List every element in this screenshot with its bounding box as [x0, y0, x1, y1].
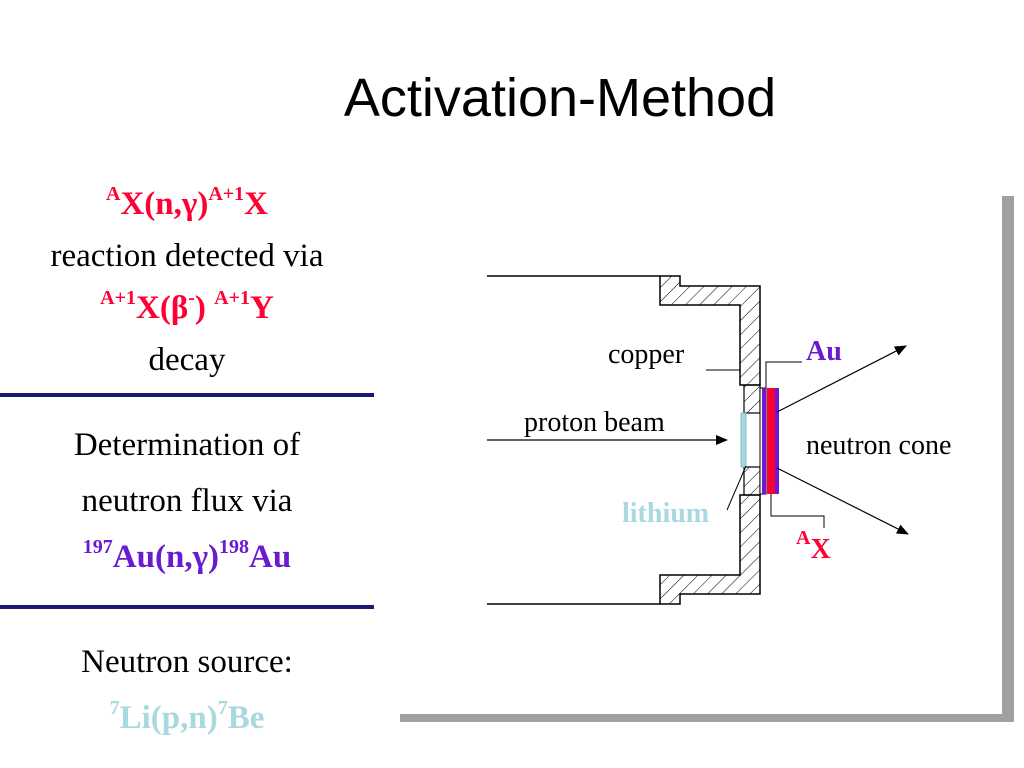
source-formula: 7Li(p,n)7Be	[109, 697, 265, 736]
neutron-cone-label: neutron cone	[806, 430, 952, 461]
lithium-layer	[740, 412, 747, 468]
flux-block: Determination of neutron flux via 197Au(…	[0, 417, 374, 585]
reaction-block: AX(n,γ)A+1X reaction detected via A+1X(β…	[0, 178, 374, 386]
proton-beam-label: proton beam	[524, 407, 665, 438]
flux-formula: 197Au(n,γ)198Au	[82, 536, 292, 575]
divider-2	[0, 605, 374, 609]
ax-leader	[770, 494, 825, 528]
reaction-text-detected: reaction detected via	[50, 238, 324, 274]
gold-foil-left	[762, 388, 766, 494]
neutron-cone-upper-arrow	[776, 345, 907, 413]
divider-1	[0, 393, 374, 397]
copper-lip-top	[743, 384, 761, 414]
au-leader	[765, 361, 802, 388]
sample-ax-foil	[767, 388, 775, 494]
source-text: Neutron source:	[81, 644, 293, 680]
gold-foil-right	[775, 388, 779, 494]
lithium-leader	[726, 465, 747, 511]
copper-lip-bottom	[743, 466, 761, 496]
copper-label: copper	[608, 339, 685, 370]
decay-formula: A+1X(β-) A+1Y	[100, 287, 274, 326]
diagram-panel	[394, 190, 1002, 714]
flux-text-1: Determination of	[73, 427, 301, 463]
au-label: Au	[806, 336, 842, 367]
flux-text-2: neutron flux via	[81, 483, 293, 519]
reaction-text-decay: decay	[148, 342, 226, 378]
reaction-formula: AX(n,γ)A+1X	[106, 183, 268, 222]
lithium-label: lithium	[622, 498, 710, 529]
source-block: Neutron source: 7Li(p,n)7Be	[0, 634, 374, 746]
ax-label: AX	[796, 527, 831, 565]
slide-title: Activation-Method	[343, 68, 777, 128]
neutron-cone-lower-arrow	[776, 467, 909, 535]
